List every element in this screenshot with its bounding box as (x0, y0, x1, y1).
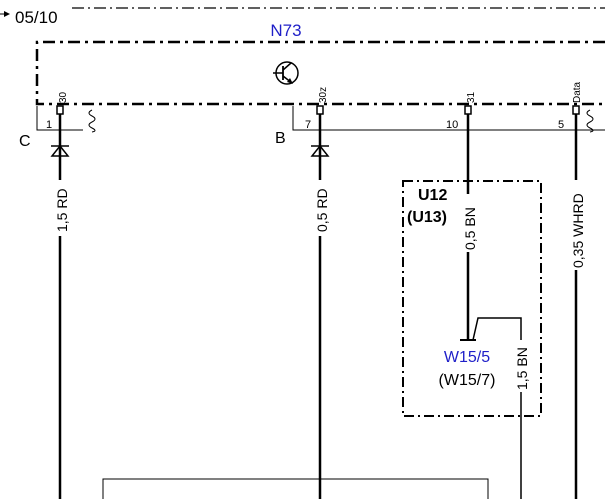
terminal-data[interactable]: Data 5 0,35 WHRD (558, 81, 587, 499)
pin-number: 7 (305, 119, 311, 131)
component-label: N73 (270, 21, 301, 40)
pin-number: 5 (558, 119, 564, 131)
control-unit-border (35, 40, 605, 106)
sub-module-alt-label: (U13) (407, 209, 447, 226)
pin-socket-icon (572, 105, 580, 115)
connector-break-icon (88, 109, 96, 133)
connector-break-icon (586, 109, 594, 133)
sub-module-u12[interactable]: U12 (U13) (402, 180, 542, 417)
sub-module-border (402, 180, 542, 417)
terminal-30z[interactable]: 30z 7 0,5 RD (305, 87, 331, 499)
page-ref-label: 05/10 (15, 8, 58, 27)
transistor-icon (273, 61, 299, 85)
pin-number: 10 (446, 119, 458, 131)
terminal-label: 30 (58, 91, 69, 103)
plug-connector-icon (50, 144, 70, 157)
plug-connector-icon (310, 144, 330, 157)
pin-number: 1 (46, 119, 52, 131)
pin-socket-icon (316, 105, 324, 115)
wire-label: 1,5 RD (54, 188, 70, 232)
connector-c-label: C (19, 133, 31, 150)
wire-label: 1,5 BN (514, 347, 530, 390)
sub-module-label: U12 (418, 187, 447, 204)
arrow-right-icon (4, 11, 10, 17)
ground-point-w15-5[interactable]: 1,5 BN W15/5 (W15/7) (439, 317, 531, 499)
pin-socket-icon (464, 105, 472, 115)
ground-point-label: W15/5 (444, 349, 490, 366)
wire-label: 0,5 BN (462, 207, 478, 250)
terminal-31[interactable]: 31 10 0,5 BN (446, 91, 479, 340)
connector-c-outline (36, 106, 83, 131)
pin-socket-icon (56, 105, 64, 115)
connector-b-label: B (275, 130, 286, 147)
terminal-label: 31 (466, 91, 477, 103)
wire-label: 0,35 WHRD (570, 193, 586, 268)
connector-b-outline (292, 106, 605, 131)
page-reference[interactable]: 05/10 (0, 8, 58, 27)
lower-component-outline (102, 478, 489, 499)
control-unit-n73[interactable]: N73 (35, 21, 605, 106)
terminal-30[interactable]: 30 1 1,5 RD (46, 91, 71, 499)
ground-wire-line (472, 317, 522, 499)
terminal-label: Data (572, 81, 583, 103)
ground-point-alt-label: (W15/7) (439, 372, 496, 389)
wire-label: 0,5 RD (314, 188, 330, 232)
terminal-label: 30z (318, 87, 329, 103)
